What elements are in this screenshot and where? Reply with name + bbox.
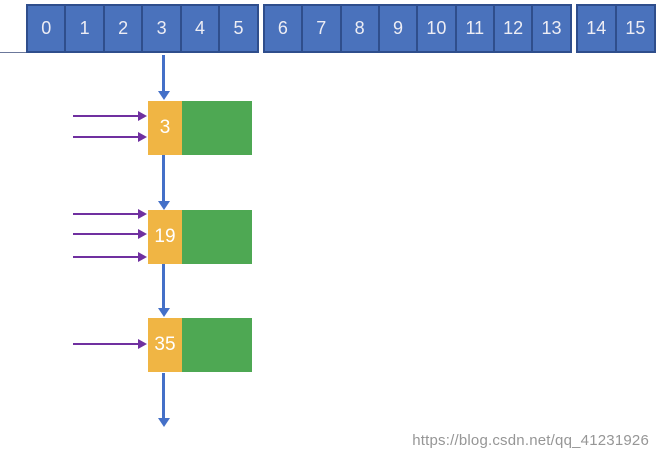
reference-arrow-node2-icon xyxy=(73,256,138,258)
bucket-cell: 11 xyxy=(456,6,493,51)
list-node-1: 3 xyxy=(148,101,252,155)
bucket-array-group-2: 6 7 8 9 10 11 12 13 xyxy=(262,4,572,53)
bucket-cell: 10 xyxy=(418,6,455,51)
node2-next-pointer-cell xyxy=(182,210,252,264)
bucket-cell: 1 xyxy=(66,6,103,51)
list-node-3: 35 xyxy=(148,318,252,372)
bucket-cell: 12 xyxy=(495,6,532,51)
node3-key-cell: 35 xyxy=(148,318,182,372)
bucket-cell: 14 xyxy=(577,6,615,51)
bucket-cell: 5 xyxy=(220,6,257,51)
bucket-cell: 15 xyxy=(616,6,654,51)
node1-key-cell: 3 xyxy=(148,101,182,155)
bucket-cell: 8 xyxy=(341,6,378,51)
array-bottom-border-stub xyxy=(0,52,26,53)
arrow-node1-to-node2-icon xyxy=(162,155,165,201)
bucket-cell: 0 xyxy=(28,6,65,51)
bucket-cell-3: 3 xyxy=(143,6,180,51)
bucket-array: 0 1 2 3 4 5 6 7 8 9 10 11 12 13 14 15 xyxy=(26,4,656,53)
bucket-cell: 13 xyxy=(533,6,570,51)
arrow-node2-to-node3-icon xyxy=(162,264,165,308)
reference-arrow-node2-icon xyxy=(73,233,138,235)
bucket-cell: 2 xyxy=(104,6,142,51)
reference-arrow-node1-icon xyxy=(73,136,138,138)
arrow-node3-to-null-icon xyxy=(162,373,165,418)
bucket-array-group-3: 14 15 xyxy=(575,4,656,53)
node2-key-cell: 19 xyxy=(148,210,182,264)
arrow-bucket3-to-node1-icon xyxy=(162,55,165,91)
reference-arrow-node3-icon xyxy=(73,343,138,345)
watermark-url: https://blog.csdn.net/qq_41231926 xyxy=(412,432,649,449)
node3-next-pointer-cell xyxy=(182,318,252,372)
reference-arrow-node2-icon xyxy=(73,213,138,215)
bucket-array-group-1: 0 1 2 3 4 5 xyxy=(26,4,259,53)
bucket-cell: 9 xyxy=(379,6,417,51)
reference-arrow-node1-icon xyxy=(73,115,138,117)
bucket-cell: 4 xyxy=(181,6,219,51)
list-node-2: 19 xyxy=(148,210,252,264)
bucket-cell: 6 xyxy=(264,6,302,51)
bucket-cell: 7 xyxy=(303,6,340,51)
node1-next-pointer-cell xyxy=(182,101,252,155)
